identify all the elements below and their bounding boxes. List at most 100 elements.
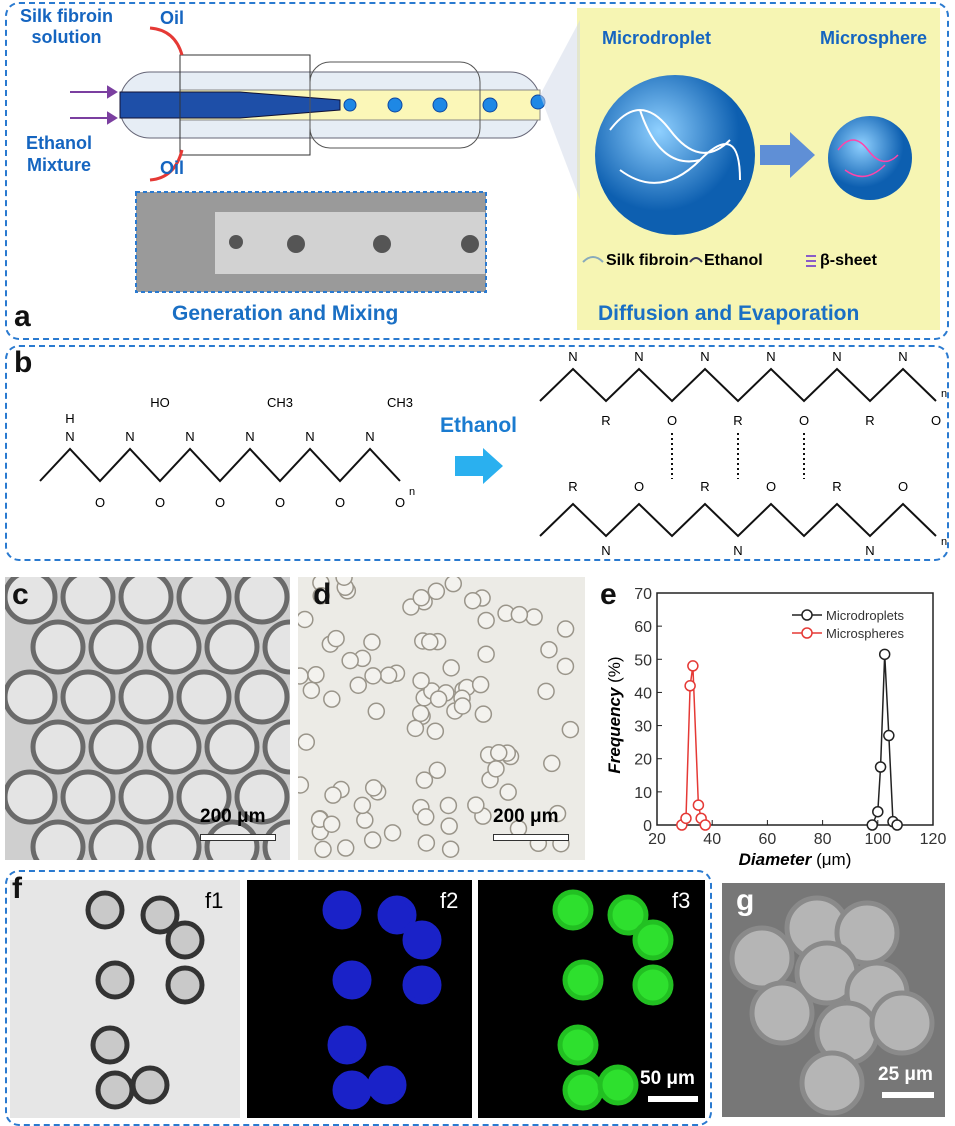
microdroplet [176, 577, 232, 625]
blue-sphere [327, 1025, 367, 1065]
microsphere [428, 761, 447, 780]
atom-label: R [568, 479, 577, 494]
y-tick-label: 10 [634, 785, 652, 802]
atom-label: N [65, 429, 74, 444]
microsphere [417, 808, 435, 826]
microsphere [537, 682, 555, 701]
microdroplet [146, 819, 202, 860]
caption-generation-mixing: Generation and Mixing [172, 302, 399, 325]
atom-label: H [65, 411, 74, 426]
microsphere [477, 611, 495, 630]
microsphere [364, 779, 383, 797]
microsphere [383, 824, 402, 842]
blue-sphere [332, 960, 372, 1000]
data-point [680, 812, 692, 825]
microsphere [336, 839, 355, 857]
microsphere [426, 722, 445, 740]
blue-sphere [332, 1070, 372, 1110]
legend-silk: Silk fibroin [606, 252, 689, 269]
microsphere [427, 582, 446, 601]
panel-a-frame [5, 2, 949, 340]
microdroplet [118, 577, 174, 625]
microsphere [429, 690, 448, 708]
atom-label: CH3 [387, 395, 413, 410]
microsphere [298, 733, 316, 751]
microsphere [363, 633, 381, 651]
atom-label: R [700, 479, 709, 494]
x-tick-label: 100 [864, 831, 891, 848]
atom-label: N [733, 543, 742, 558]
atom-label: O [766, 479, 776, 494]
microsphere [379, 666, 398, 685]
blue-sphere [402, 920, 442, 960]
x-tick-label: 60 [759, 831, 777, 848]
atom-label: O [275, 495, 285, 510]
microsphere [327, 629, 345, 648]
atom-label: O [931, 413, 941, 428]
microsphere-sphere [828, 116, 912, 200]
atom-label: N [634, 349, 643, 364]
green-sphere [597, 1064, 639, 1106]
microsphere [302, 681, 321, 700]
panel-a-label: a [14, 300, 31, 333]
microdroplet [234, 577, 290, 625]
microdroplet [60, 577, 116, 625]
brightfield-sphere [140, 895, 180, 935]
microsphere [335, 577, 353, 586]
microdroplet [234, 769, 290, 825]
microdroplet [262, 819, 290, 860]
ethanol-label: Ethanol [26, 133, 92, 153]
data-point [883, 729, 895, 742]
y-tick-label: 0 [643, 818, 652, 835]
brightfield-sphere [95, 1070, 135, 1110]
solution-label: solution [31, 27, 102, 47]
legend-label: Microspheres [826, 626, 905, 641]
microdroplet [5, 577, 58, 625]
y-tick-label: 60 [634, 619, 652, 636]
panel-c-label: c [12, 578, 29, 611]
backbone [39, 447, 401, 483]
atom-label: N [365, 429, 374, 444]
brightfield-sphere [85, 890, 125, 930]
atom-label: R [733, 413, 742, 428]
atom-label: N [700, 349, 709, 364]
microsphere [489, 744, 508, 762]
microsphere [499, 783, 517, 801]
green-fluorescence-image [478, 880, 705, 1118]
microsphere [411, 704, 430, 723]
panel-b-frame [5, 345, 949, 561]
y-tick-label: 40 [634, 685, 652, 702]
microsphere [487, 760, 505, 778]
microdroplet-label: Microdroplet [602, 28, 712, 48]
backbone [539, 502, 937, 538]
legend-label: Microdroplets [826, 608, 905, 623]
scale-bar-d [493, 834, 569, 841]
microsphere [298, 776, 310, 794]
legend-marker [801, 627, 813, 639]
microsphere [314, 840, 332, 859]
brightfield-sphere [165, 920, 205, 960]
series-line-microdroplets [871, 654, 898, 826]
green-sphere [632, 964, 674, 1006]
data-point [684, 680, 696, 692]
microdroplet [262, 719, 290, 775]
microsphere [356, 811, 374, 829]
oil-label-bottom: Oil [160, 158, 185, 178]
microsphere [353, 796, 372, 815]
atom-label: N [865, 543, 874, 558]
legend-marker [801, 609, 813, 621]
atom-label: R [865, 413, 874, 428]
microsphere [364, 667, 382, 685]
sem-sphere [749, 980, 815, 1046]
microdroplet [5, 769, 58, 825]
atom-label: O [634, 479, 644, 494]
microsphere [363, 831, 382, 849]
microsphere [474, 705, 493, 723]
atom-label: O [667, 413, 677, 428]
atom-label: N [601, 543, 610, 558]
transition-arrow [760, 132, 815, 178]
x-tick-label: 80 [814, 831, 832, 848]
blue-sphere [322, 890, 362, 930]
microsphere [298, 667, 309, 685]
